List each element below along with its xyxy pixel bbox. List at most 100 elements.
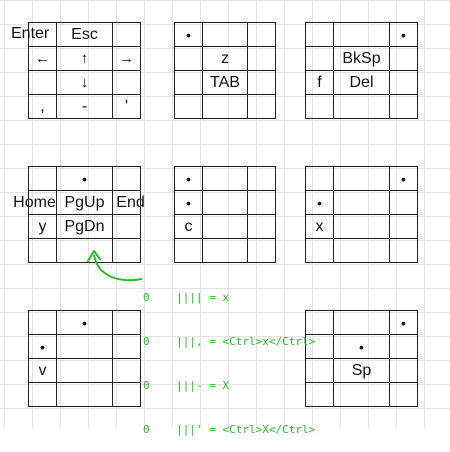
key-cell (57, 239, 113, 263)
key-label: ' (124, 97, 129, 115)
key-cell: • (175, 23, 203, 47)
key-label: Home (13, 193, 56, 211)
key-cell (175, 47, 203, 71)
key-cell (29, 383, 57, 407)
key-cell: • (29, 335, 57, 359)
key-cell (113, 359, 141, 383)
key-cell (334, 383, 390, 407)
key-cell (113, 311, 141, 335)
annotation-line: 0 |||| = x (143, 291, 230, 305)
arrow-curve (93, 254, 143, 282)
spreadsheet-background (0, 0, 450, 427)
dot-marker: • (40, 338, 45, 355)
chord-annotation: 0 |||| = x 0 |||, = <Ctrl>x</Ctrl> 0 |||… (143, 262, 315, 452)
key-cell (57, 383, 113, 407)
key-cell (203, 191, 248, 215)
key-label: PgUp (64, 193, 105, 211)
key-cell (29, 311, 57, 335)
key-cell (203, 215, 248, 239)
key-cell (113, 383, 141, 407)
key-cell: f (306, 71, 334, 95)
dot-marker: • (401, 314, 406, 331)
key-cell (57, 335, 113, 359)
key-cell (248, 191, 276, 215)
key-label: x (315, 217, 324, 235)
key-label: v (38, 361, 47, 379)
key-grid-5: •• c (174, 166, 276, 263)
key-label: PgDn (64, 217, 105, 235)
key-label: Sp (351, 361, 372, 379)
key-cell: x (306, 215, 334, 239)
dot-marker: • (82, 170, 87, 187)
key-label: TAB (210, 73, 240, 91)
key-cell: c (175, 215, 203, 239)
key-cell: End (113, 191, 145, 215)
key-cell (306, 95, 334, 119)
enter-label: Enter (11, 25, 50, 42)
key-cell (334, 191, 390, 215)
key-cell (306, 23, 334, 47)
key-cell (203, 95, 248, 119)
key-cell (248, 239, 276, 263)
key-cell (203, 23, 248, 47)
key-cell (390, 359, 418, 383)
dot-marker: • (359, 338, 364, 355)
key-cell (175, 239, 203, 263)
key-cell (334, 23, 390, 47)
key-cell (306, 311, 334, 335)
key-cell (248, 167, 276, 191)
key-cell (334, 95, 390, 119)
key-cell: Del (334, 71, 390, 95)
key-label: - (81, 97, 88, 115)
key-cell (248, 95, 276, 119)
key-label: z (221, 49, 229, 67)
key-cell (306, 335, 334, 359)
key-cell: ← (29, 47, 57, 71)
key-cell: → (113, 47, 141, 71)
key-cell (175, 95, 203, 119)
key-cell: • (175, 191, 203, 215)
key-cell (203, 167, 248, 191)
key-label: Esc (71, 25, 98, 43)
key-cell (248, 215, 276, 239)
key-cell: ↓ (57, 71, 113, 95)
key-label: End (116, 193, 145, 211)
key-cell: z (203, 47, 248, 71)
dot-marker: • (401, 26, 406, 43)
key-cell (113, 239, 141, 263)
dot-marker: • (82, 314, 87, 331)
key-cell: Sp (334, 359, 390, 383)
key-cell: BkSp (334, 47, 390, 71)
key-cell (248, 47, 276, 71)
key-cell (390, 95, 418, 119)
key-cell: Home (13, 191, 57, 215)
key-cell: • (57, 311, 113, 335)
key-cell (248, 71, 276, 95)
annotation-line: 0 |||, = <Ctrl>x</Ctrl> (143, 334, 316, 348)
key-label: f (317, 73, 322, 91)
key-cell (390, 335, 418, 359)
key-label: c (184, 217, 193, 235)
key-label: ← (35, 50, 50, 67)
key-cell (113, 167, 141, 191)
green-curved-arrow (87, 250, 143, 282)
key-cell (306, 383, 334, 407)
key-cell (29, 71, 57, 95)
key-cell (390, 215, 418, 239)
key-cell (57, 359, 113, 383)
key-cell (113, 335, 141, 359)
key-cell: • (390, 311, 418, 335)
key-cell (306, 167, 334, 191)
key-cell (334, 215, 390, 239)
key-cell (334, 239, 390, 263)
key-cell: v (29, 359, 57, 383)
key-cell: • (390, 167, 418, 191)
key-cell: - (57, 95, 113, 119)
key-cell (29, 23, 57, 47)
key-cell: • (175, 167, 203, 191)
key-grid-7: • • v (28, 310, 141, 407)
key-cell (113, 23, 141, 47)
key-cell: , (29, 95, 57, 119)
key-label: BkSp (342, 49, 381, 67)
